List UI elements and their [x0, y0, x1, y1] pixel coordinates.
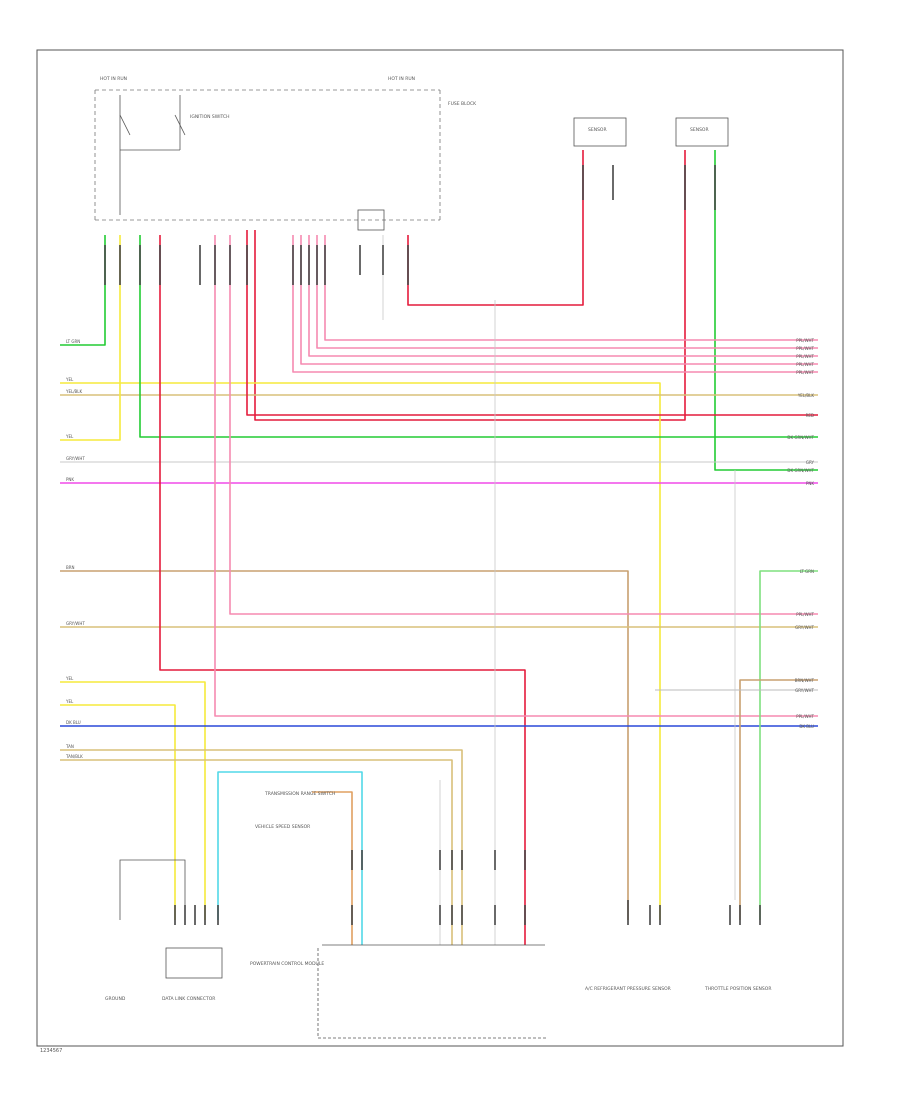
right-label-ppl-wht-4: PPL/WHT: [796, 362, 814, 367]
right-label-lt-grn: LT GRN: [800, 569, 814, 574]
right-label-dk-grn-wht: DK GRN/WHT: [787, 435, 814, 440]
ground-wire: [119, 859, 186, 920]
wire-pink-low: [214, 235, 818, 717]
right-label-yel-blk: YEL/BLK: [797, 393, 815, 398]
right-label-brn-wht: BRN/WHT: [795, 678, 815, 683]
left-label-tan-blk: TAN/BLK: [65, 754, 83, 759]
right-label-dk-blu: DK BLU: [799, 724, 814, 729]
top-labels: HOT IN RUN HOT IN RUN IGNITION SWITCH FU…: [100, 76, 709, 133]
connector-terminals: [104, 165, 716, 285]
label-sensor-left: SENSOR: [588, 127, 607, 133]
wire-yellow-top: [60, 382, 661, 920]
wire-brown: [60, 570, 629, 920]
label-ignition-switch: IGNITION SWITCH: [190, 114, 230, 120]
label-transmission-range-switch: TRANSMISSION RANGE SWITCH: [264, 791, 335, 797]
left-label-brn: BRN: [66, 565, 75, 570]
data-link-connector-body: [165, 947, 223, 979]
left-label-gry-wht-2: GRY/WHT: [66, 621, 85, 626]
wire-yellow-low-2: [60, 704, 176, 920]
fuse-block-outline: [94, 89, 441, 221]
sensor-left-body: [573, 117, 627, 147]
label-vehicle-speed-sensor: VEHICLE SPEED SENSOR: [255, 824, 310, 830]
wire-red-long: [246, 230, 818, 416]
right-label-ppl-wht-5: PPL/WHT: [796, 370, 814, 375]
wire-ltgreen-right: [759, 570, 818, 920]
wire-green-left: [60, 235, 106, 346]
ignition-switch-symbol: [119, 95, 385, 231]
wires: [60, 150, 818, 945]
left-label-lt-grn: LT GRN: [66, 339, 80, 344]
pcm-outline: [317, 948, 548, 1039]
right-wire-labels: PPL/WHT PPL/WHT PPL/WHT PPL/WHT PPL/WHT …: [787, 338, 814, 729]
label-ac-refrigerant-pressure-sensor: A/C REFRIGERANT PRESSURE SENSOR: [585, 986, 671, 992]
label-data-link-connector: DATA LINK CONNECTOR: [162, 996, 215, 1002]
sensor-right-body: [675, 117, 729, 147]
label-powertrain-control-module: POWERTRAIN CONTROL MODULE: [250, 961, 324, 967]
left-label-yel-blk: YEL/BLK: [65, 389, 83, 394]
wire-pink-5: [292, 235, 818, 373]
right-label-dk-grn-wht-2: DK GRN/WHT: [787, 468, 814, 473]
bottom-labels: GROUND DATA LINK CONNECTOR TRANSMISSION …: [105, 791, 771, 1002]
label-sensor-right: SENSOR: [690, 127, 709, 133]
right-label-gry-wht-2: GRY/WHT: [795, 688, 814, 693]
left-label-yel-2: YEL: [65, 434, 74, 439]
left-label-yel-4: YEL: [65, 699, 74, 704]
left-label-pnk: PNK: [66, 477, 74, 482]
footer-code: 1234567: [40, 1048, 62, 1054]
wire-cyan: [217, 771, 363, 945]
wire-pink-3: [308, 235, 818, 357]
right-label-ppl-wht-6: PPL/WHT: [796, 612, 814, 617]
left-label-gry-wht: GRY/WHT: [66, 456, 85, 461]
left-wire-labels: LT GRN YEL YEL/BLK YEL GRY/WHT PNK BRN G…: [65, 339, 85, 759]
wire-green-sensor-right: [714, 150, 818, 471]
left-label-yel: YEL: [65, 377, 74, 382]
label-hot-in-run-left: HOT IN RUN: [100, 76, 127, 82]
left-label-tan: TAN: [65, 744, 74, 749]
label-ground: GROUND: [105, 996, 126, 1002]
label-hot-in-run-right: HOT IN RUN: [388, 76, 415, 82]
wire-green-mid: [139, 235, 818, 438]
right-label-ppl-wht-2: PPL/WHT: [796, 346, 814, 351]
wire-red-sensor-left: [407, 150, 584, 306]
wire-tan-low-1: [60, 749, 463, 945]
left-label-yel-3: YEL: [65, 676, 74, 681]
left-label-dk-blu: DK BLU: [66, 720, 81, 725]
right-label-pnk: PNK: [806, 481, 814, 486]
wire-red-sensor-right: [254, 150, 686, 421]
label-fuse-block: FUSE BLOCK: [448, 101, 477, 107]
right-label-ppl-wht-7: PPL/WHT: [796, 714, 814, 719]
wire-pink-4: [300, 235, 818, 365]
wire-pink-mid: [229, 235, 818, 615]
wire-tan-low-2: [60, 759, 453, 945]
wire-yellow-left: [60, 235, 121, 441]
bottom-components: [119, 859, 548, 1039]
wire-red-harness: [159, 235, 526, 945]
wire-brown-right: [739, 679, 818, 920]
right-label-gry: GRY: [806, 460, 815, 465]
right-label-ppl-wht-1: PPL/WHT: [796, 338, 814, 343]
right-label-ppl-wht-3: PPL/WHT: [796, 354, 814, 359]
label-throttle-position-sensor: THROTTLE POSITION SENSOR: [704, 986, 771, 992]
wire-pink-1: [324, 235, 818, 341]
top-sensor-components: [573, 117, 729, 147]
diagram-frame: [36, 49, 844, 1047]
wire-orange: [312, 791, 353, 945]
bottom-terminals: [174, 850, 761, 925]
wire-pink-2: [316, 235, 818, 349]
wire-yellow-low-1: [60, 681, 206, 920]
right-label-gry-wht: GRY/WHT: [795, 625, 814, 630]
right-label-red: RED: [806, 413, 814, 418]
